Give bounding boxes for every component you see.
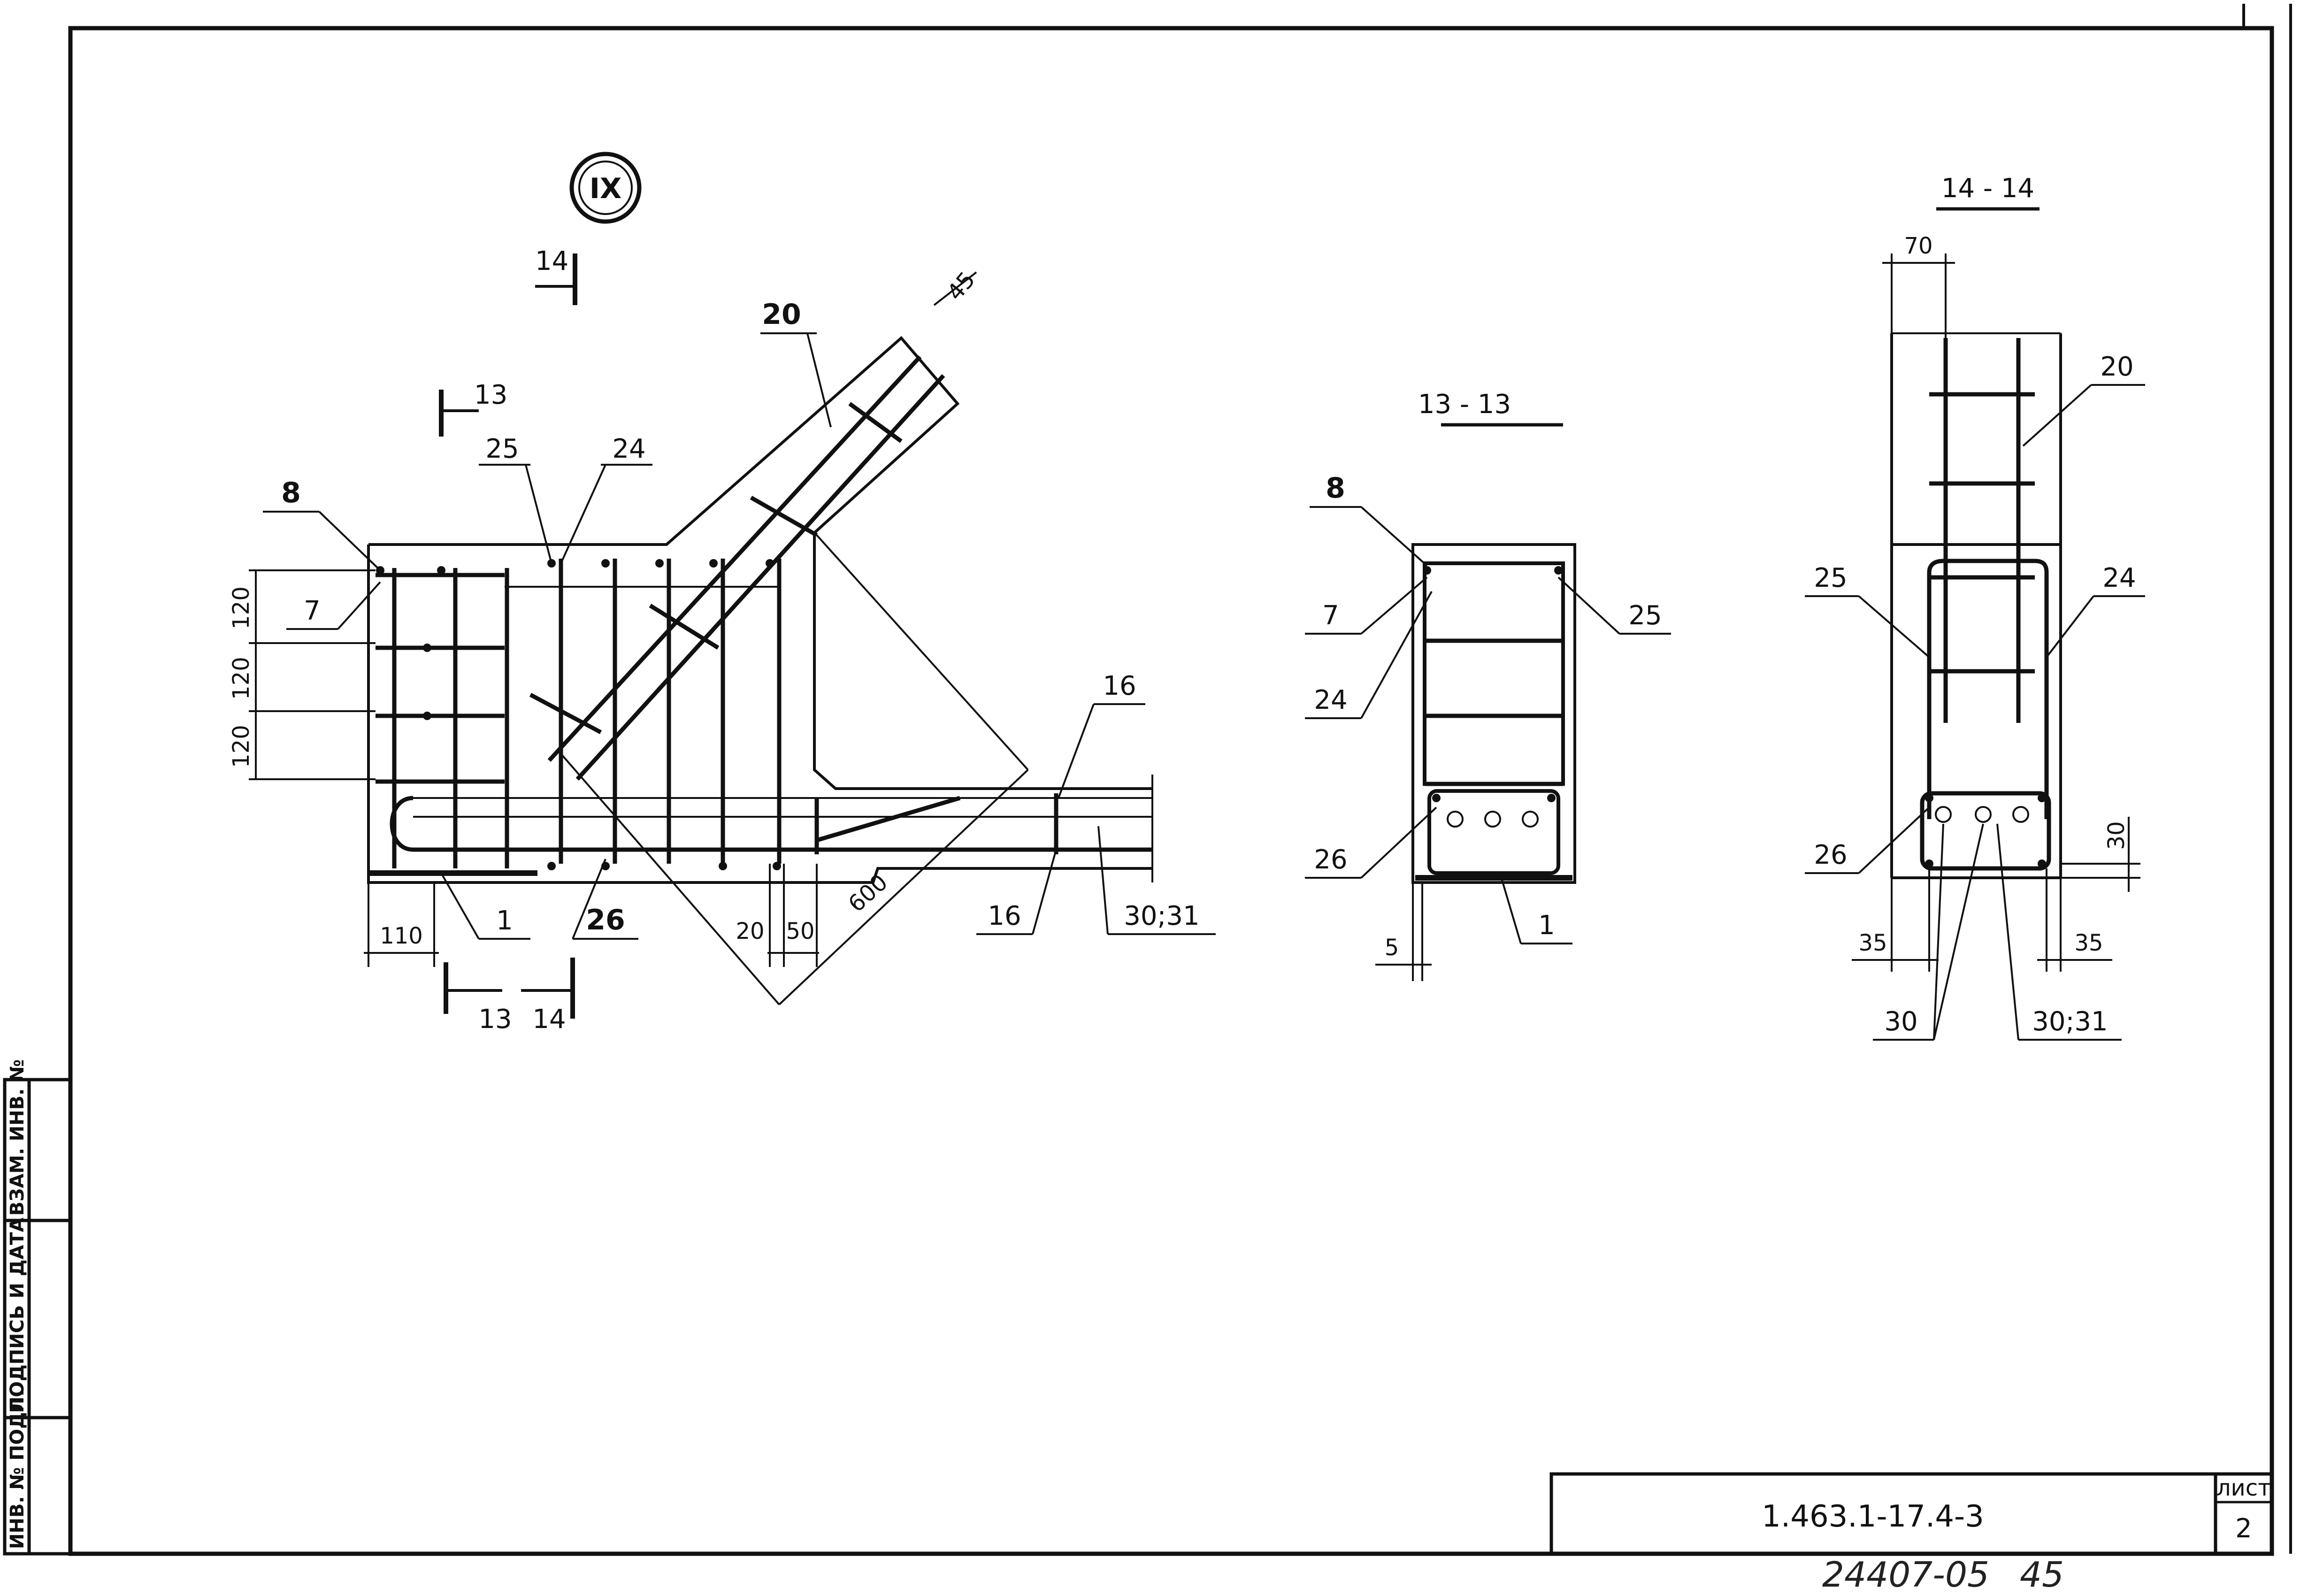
title-block: 1.463.1-17.4-3 лист 2 24407-05 45 bbox=[1549, 1472, 2274, 1595]
dim-120-c: 120 bbox=[228, 725, 254, 768]
section-14-dimensions: 70 30 35 35 bbox=[1852, 233, 2140, 972]
section-14-labels: 20 25 24 26 30 30;31 bbox=[1805, 352, 2145, 1041]
sec13-pos-26: 26 bbox=[1314, 844, 1347, 875]
section-13-labels: 8 7 25 24 26 1 bbox=[1305, 472, 1671, 944]
bar-sections bbox=[376, 559, 781, 870]
sec14-pos-25: 25 bbox=[1814, 563, 1847, 593]
left-stirrups bbox=[376, 573, 779, 784]
dim-50: 50 bbox=[786, 918, 814, 944]
pos-24: 24 bbox=[612, 434, 645, 464]
cut-mark-13-bottom: 13 bbox=[478, 1004, 512, 1035]
section-14-title: 14 - 14 bbox=[1941, 173, 2034, 204]
side-cell-inv-podl: ИНВ. № ПОДЛ. bbox=[7, 1389, 28, 1549]
archive-page: 45 bbox=[2020, 1555, 2064, 1595]
pos-16-bottom: 16 bbox=[988, 901, 1021, 931]
sec14-pos-30: 30 bbox=[1884, 1006, 1917, 1037]
sec14-dim-35-left: 35 bbox=[1858, 930, 1887, 956]
inclined-bars bbox=[529, 355, 945, 781]
sheet-label: лист bbox=[2216, 1475, 2271, 1501]
cut-mark-14-bottom: 14 bbox=[532, 1004, 566, 1035]
pos-20: 20 bbox=[762, 298, 801, 331]
pos-30-31: 30;31 bbox=[1124, 901, 1199, 931]
node-marker-label: IX bbox=[590, 172, 622, 205]
sheet-frame bbox=[68, 4, 2292, 1556]
vertical-bars bbox=[392, 559, 782, 868]
pos-16-top: 16 bbox=[1103, 671, 1136, 701]
section-13: 13 - 13 8 7 25 24 bbox=[1305, 389, 1671, 981]
sec13-dim-5: 5 bbox=[1385, 935, 1399, 961]
sec14-dim-35-right: 35 bbox=[2074, 930, 2103, 956]
section-13-dimensions: 5 bbox=[1375, 882, 1432, 981]
sec13-pos-24: 24 bbox=[1314, 685, 1347, 715]
main-view: IX bbox=[228, 152, 1216, 1035]
section-14: 14 - 14 20 25 24 bbox=[1805, 173, 2145, 1041]
position-labels: 20 25 24 8 7 16 1 26 16 bbox=[263, 298, 1216, 940]
sec13-pos-8: 8 bbox=[1326, 472, 1345, 505]
cut-mark-13-top: 13 bbox=[474, 380, 507, 410]
sec14-pos-24: 24 bbox=[2102, 563, 2136, 593]
sec13-pos-25: 25 bbox=[1628, 600, 1662, 631]
dim-120-b: 120 bbox=[228, 657, 254, 700]
sheet-number: 2 bbox=[2235, 1513, 2252, 1544]
dim-600: 600 bbox=[843, 869, 893, 918]
archive-number: 24407-05 bbox=[1822, 1555, 1989, 1595]
pos-8: 8 bbox=[281, 476, 301, 509]
side-cell-podpis-data: ПОДПИСЬ И ДАТА bbox=[7, 1218, 28, 1413]
dim-20: 20 bbox=[736, 918, 764, 944]
cut-marks: 14 13 13 14 bbox=[439, 246, 577, 1035]
pos-1: 1 bbox=[496, 905, 513, 936]
sec14-pos-26: 26 bbox=[1814, 840, 1847, 870]
sec14-pos-20: 20 bbox=[2100, 352, 2133, 382]
sec13-pos-1: 1 bbox=[1538, 910, 1555, 941]
node-marker: IX bbox=[569, 152, 642, 224]
sec14-pos-30-31: 30;31 bbox=[2032, 1006, 2108, 1037]
dim-120-a: 120 bbox=[228, 586, 254, 629]
sec14-dim-70: 70 bbox=[1904, 233, 1932, 259]
dim-110: 110 bbox=[380, 923, 423, 949]
sec14-dim-30: 30 bbox=[2103, 821, 2130, 850]
side-stamp: ИНВ. № ПОДЛ. ПОДПИСЬ И ДАТА ВЗАМ. ИНВ. № bbox=[3, 1059, 72, 1556]
pos-7: 7 bbox=[304, 596, 321, 626]
cut-mark-14-top: 14 bbox=[535, 246, 568, 276]
sec13-pos-7: 7 bbox=[1322, 600, 1339, 631]
side-cell-vzam-inv: ВЗАМ. ИНВ. № bbox=[7, 1059, 28, 1216]
main-dimensions: 45 120 120 120 110 20 50 600 bbox=[228, 267, 1029, 1005]
section-13-title: 13 - 13 bbox=[1418, 389, 1511, 420]
pos-25: 25 bbox=[485, 434, 519, 464]
doc-code: 1.463.1-17.4-3 bbox=[1762, 1499, 1984, 1534]
bottom-bars bbox=[368, 793, 1152, 876]
pos-26: 26 bbox=[586, 904, 625, 936]
